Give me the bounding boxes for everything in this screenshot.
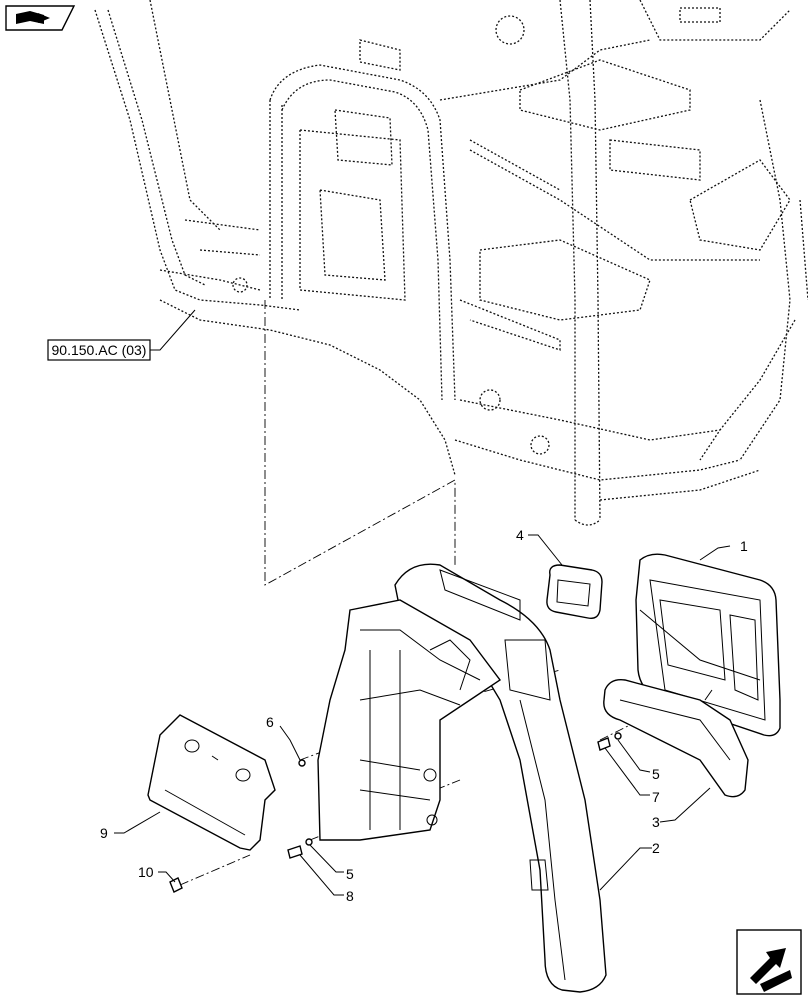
- callout-6: 6: [266, 714, 274, 730]
- callout-8: 8: [346, 888, 354, 904]
- callout-1: 1: [740, 538, 748, 554]
- callout-2: 2: [652, 840, 660, 856]
- callout-4: 4: [516, 527, 524, 543]
- book-arrow-icon[interactable]: [5, 5, 76, 31]
- callout-5-right: 5: [652, 766, 660, 782]
- callout-labels: 1 2 3 4 5 5 6 7 8 9 10: [100, 527, 748, 904]
- cab-frame: [94, 0, 808, 526]
- part-1-panel[interactable]: [635, 553, 781, 737]
- callout-7: 7: [652, 789, 660, 805]
- fastener-10: [169, 877, 183, 893]
- leader-lines: [114, 534, 731, 896]
- part-9-cover-plate[interactable]: [147, 714, 276, 851]
- fastener-7: [597, 737, 611, 751]
- part-2-column-cover[interactable]: [317, 563, 607, 993]
- part-4-seal-ring[interactable]: [546, 564, 603, 620]
- fastener-5-right: [614, 732, 622, 740]
- fastener-6: [298, 759, 306, 767]
- navigate-arrow-icon[interactable]: [736, 929, 802, 995]
- svg-text:90.150.AC (03): 90.150.AC (03): [52, 342, 147, 358]
- callout-5-lower: 5: [346, 866, 354, 882]
- reference-label[interactable]: 90.150.AC (03): [47, 309, 196, 361]
- fasteners: [169, 732, 622, 893]
- callout-9: 9: [100, 825, 108, 841]
- fastener-5-lower: [305, 838, 313, 846]
- callout-3: 3: [652, 814, 660, 830]
- fastener-8: [287, 845, 303, 859]
- callout-10: 10: [138, 864, 154, 880]
- part-3-bracket[interactable]: [603, 679, 749, 798]
